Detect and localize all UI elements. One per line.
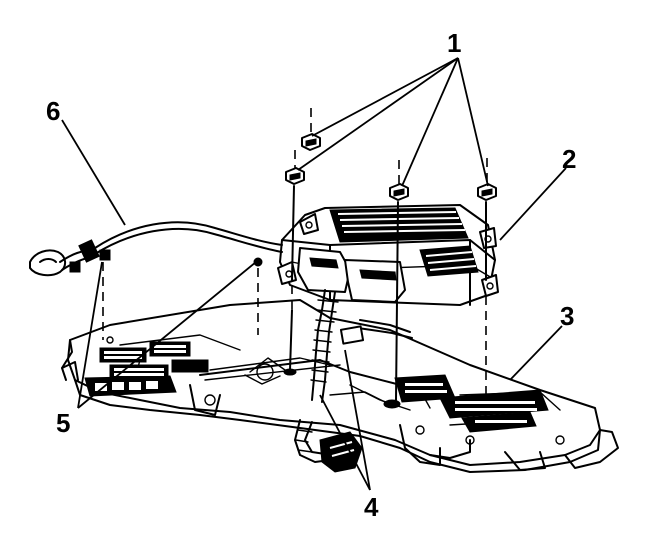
- wiring-harness: [310, 289, 413, 403]
- fasteners: [283, 133, 497, 409]
- tray-grille-right: [394, 374, 549, 433]
- electronic-module: [277, 204, 499, 306]
- nut-3: [389, 183, 409, 201]
- leader-lines: [61, 57, 567, 491]
- nut-4: [477, 183, 497, 201]
- callout-1: 1: [447, 28, 461, 58]
- callout-labels: 1 2 3 4 5 6: [46, 28, 576, 522]
- tray-grille-left: [84, 341, 209, 397]
- callout-3: 3: [560, 301, 574, 331]
- ground-cable: [29, 221, 283, 277]
- nut-1: [301, 133, 321, 151]
- callout-4: 4: [364, 492, 379, 522]
- heat-sink-fins: [329, 207, 479, 277]
- callout-5: 5: [56, 408, 70, 438]
- nut-2: [285, 167, 305, 185]
- callout-2: 2: [562, 144, 576, 174]
- callout-6: 6: [46, 96, 60, 126]
